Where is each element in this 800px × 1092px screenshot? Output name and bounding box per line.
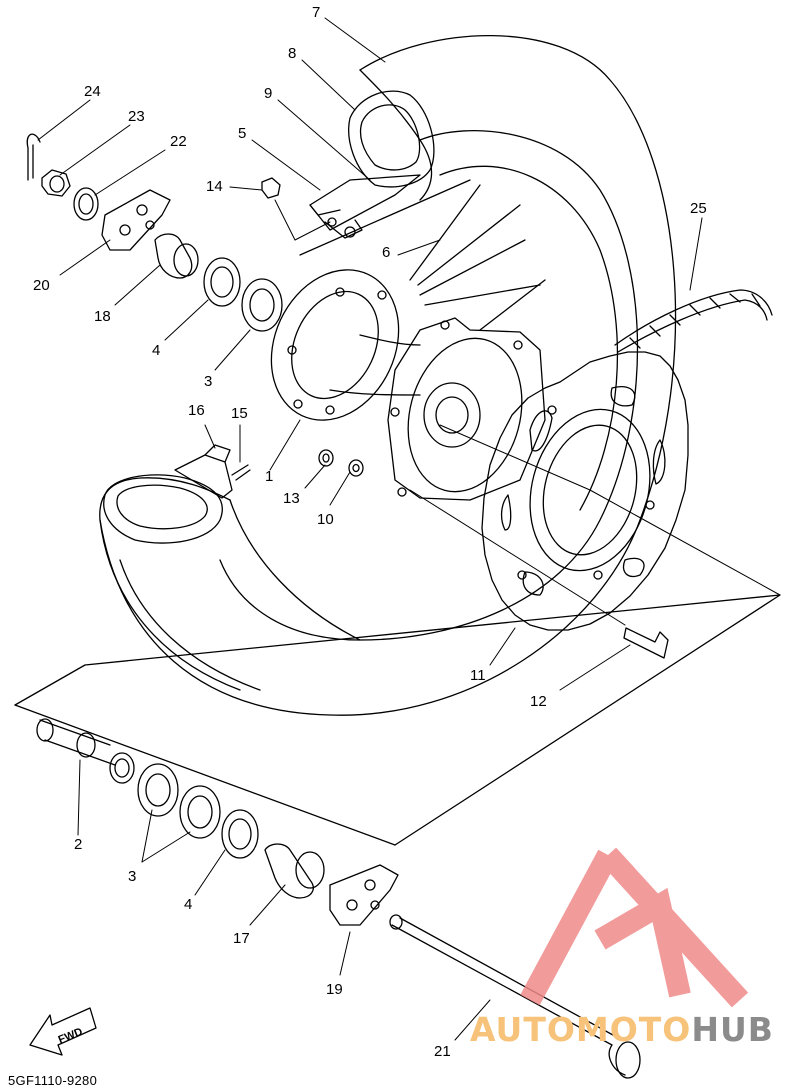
callout-3-lower: 3 [128, 868, 137, 885]
callout-22: 22 [170, 133, 187, 150]
callout-2: 2 [74, 836, 83, 853]
rim-band-lower [103, 444, 251, 544]
callout-14: 14 [206, 178, 223, 195]
callout-1: 1 [265, 468, 274, 485]
callout-24: 24 [84, 83, 101, 100]
watermark-text: AUTOMOTOHUB [470, 1010, 774, 1049]
callout-4-upper: 4 [152, 342, 161, 359]
callout-19: 19 [326, 981, 343, 998]
upper-left-axle-parts [26, 133, 283, 332]
diagram-code: 5GF1110-9280 [8, 1073, 98, 1088]
callout-13: 13 [283, 490, 300, 507]
small-washers [318, 449, 364, 477]
callout-8: 8 [288, 45, 297, 62]
callout-12: 12 [530, 693, 547, 710]
axle-assembly-frame [14, 594, 781, 846]
spokes [299, 179, 546, 331]
callout-6: 6 [382, 244, 391, 261]
rear-sprocket [481, 351, 689, 631]
callout-23: 23 [128, 108, 145, 125]
callout-20: 20 [33, 277, 50, 294]
callout-4-lower: 4 [184, 896, 193, 913]
rim-band-upper [309, 90, 435, 239]
callout-11: 11 [470, 667, 486, 684]
callout-18: 18 [94, 308, 111, 325]
callout-7: 7 [312, 4, 321, 21]
callout-10: 10 [317, 511, 334, 528]
lower-axle-parts [36, 718, 641, 1079]
callout-3-upper: 3 [204, 373, 213, 390]
callout-16: 16 [188, 402, 205, 419]
callout-5: 5 [238, 125, 247, 142]
drive-chain [614, 289, 773, 353]
callout-9: 9 [264, 85, 273, 102]
nipple-screw [261, 177, 281, 199]
fwd-arrow-icon [29, 1007, 97, 1056]
callout-17: 17 [233, 930, 250, 947]
watermark-text-part2: HUB [691, 1010, 774, 1049]
callout-21: 21 [434, 1043, 451, 1060]
watermark-logo [520, 847, 749, 1008]
callout-15: 15 [231, 405, 248, 422]
leader-lines [37, 17, 781, 1041]
watermark-text-part1: AUTOMOTO [470, 1010, 692, 1049]
callout-25: 25 [690, 200, 707, 217]
sprocket-bolt [623, 627, 669, 659]
wheel-hub [329, 317, 546, 501]
hub-plate [270, 269, 400, 421]
